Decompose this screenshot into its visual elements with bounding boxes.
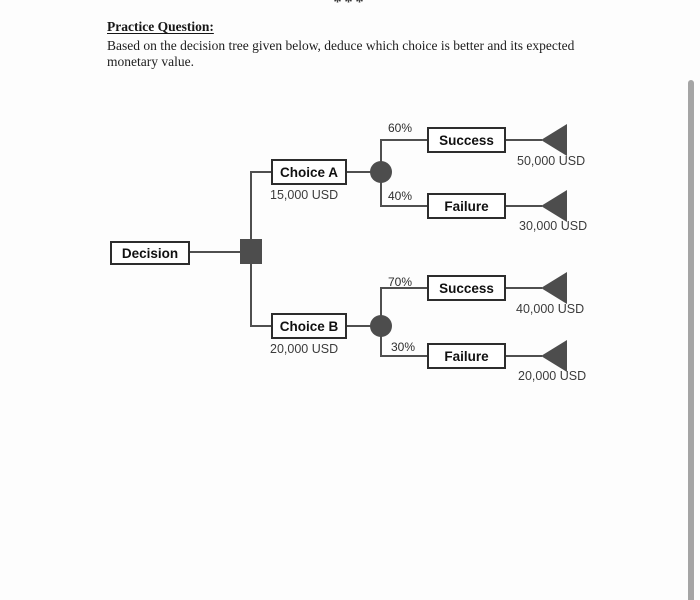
decision-square-node [240, 239, 262, 264]
decision-root-box: Decision [110, 241, 190, 265]
connector-line [380, 205, 427, 207]
outcome-a-failure-label: Failure [444, 198, 489, 214]
outcome-a-failure-box: Failure [427, 193, 506, 219]
connector-line [506, 205, 542, 207]
payoff-a-failure: 30,000 USD [519, 219, 588, 233]
terminal-node-b-success-triangle [541, 272, 567, 304]
probability-a-success: 60% [388, 121, 413, 135]
connector-line [190, 251, 240, 253]
section-separator: *** [333, 0, 367, 11]
probability-b-failure: 30% [391, 340, 416, 354]
connector-line [380, 355, 427, 357]
question-text-line-1: Based on the decision tree given below, … [107, 38, 575, 53]
connector-line [380, 287, 427, 289]
connector-line [380, 287, 382, 326]
question-text-line-2: monetary value. [107, 54, 194, 69]
choice-b-cost: 20,000 USD [270, 342, 339, 356]
connector-line [506, 139, 542, 141]
terminal-node-a-success-triangle [541, 124, 567, 156]
choice-a-cost: 15,000 USD [270, 188, 339, 202]
outcome-b-success-label: Success [439, 280, 494, 296]
choice-a-label: Choice A [279, 164, 338, 180]
terminal-node-b-failure-triangle [541, 340, 567, 372]
connector-line [380, 139, 427, 141]
payoff-b-success: 40,000 USD [516, 302, 585, 316]
outcome-b-failure-label: Failure [444, 348, 489, 364]
connector-line [250, 171, 271, 173]
outcome-a-success-label: Success [439, 132, 494, 148]
connector-line [347, 325, 371, 327]
choice-b-box: Choice B [271, 313, 347, 339]
payoff-b-failure: 20,000 USD [518, 369, 587, 383]
choice-b-label: Choice B [279, 318, 339, 334]
connector-line [347, 171, 371, 173]
probability-b-success: 70% [388, 275, 413, 289]
connector-line [380, 326, 382, 357]
decision-root-label: Decision [121, 245, 179, 261]
chance-node-b-circle [370, 315, 392, 337]
chance-node-a-circle [370, 161, 392, 183]
scrollbar-thumb[interactable] [688, 80, 694, 600]
probability-a-failure: 40% [388, 189, 413, 203]
terminal-node-a-failure-triangle [541, 190, 567, 222]
outcome-a-success-box: Success [427, 127, 506, 153]
outcome-b-failure-box: Failure [427, 343, 506, 369]
outcome-b-success-box: Success [427, 275, 506, 301]
connector-line [380, 139, 382, 172]
connector-line [380, 172, 382, 207]
connector-line [506, 355, 542, 357]
payoff-a-success: 50,000 USD [517, 154, 586, 168]
connector-line [506, 287, 542, 289]
choice-a-box: Choice A [271, 159, 347, 185]
question-heading: Practice Question: [107, 19, 214, 34]
connector-line [250, 325, 271, 327]
